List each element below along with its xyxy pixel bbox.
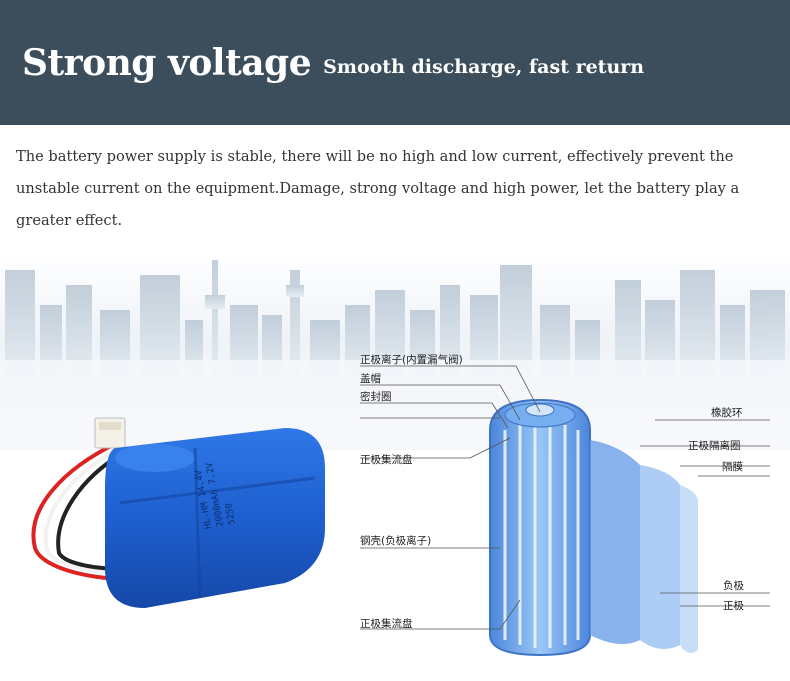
page-title: Strong voltage	[22, 41, 312, 84]
battery-cell-diagram	[489, 398, 698, 657]
label-positive: 正极	[723, 600, 744, 612]
label-positive-ion: 正极离子(内置漏气阀)	[360, 354, 463, 366]
label-rubber-ring: 橡胶环	[711, 407, 743, 419]
city-skyline-image	[0, 250, 790, 450]
label-seal-ring: 密封圈	[360, 391, 392, 403]
label-steel-shell: 钢壳(负极离子)	[360, 535, 432, 547]
battery-pack-image: HL-HM 14.4V 2000mAh 7.2V 5250	[31, 417, 325, 608]
label-positive-collector-bottom: 正极集流盘	[360, 618, 413, 630]
label-cap: 盖帽	[360, 373, 381, 385]
label-negative: 负极	[723, 580, 744, 592]
page-subtitle: Smooth discharge, fast return	[323, 55, 645, 78]
label-positive-separator-ring: 正极隔离圈	[688, 440, 741, 452]
label-separator: 隔膜	[722, 461, 743, 473]
label-positive-collector-top: 正极集流盘	[360, 454, 413, 466]
intro-paragraph: The battery power supply is stable, ther…	[16, 148, 740, 229]
battery-label-line3: 5250	[224, 502, 238, 525]
header-banner: Strong voltage Smooth discharge, fast re…	[0, 0, 790, 125]
